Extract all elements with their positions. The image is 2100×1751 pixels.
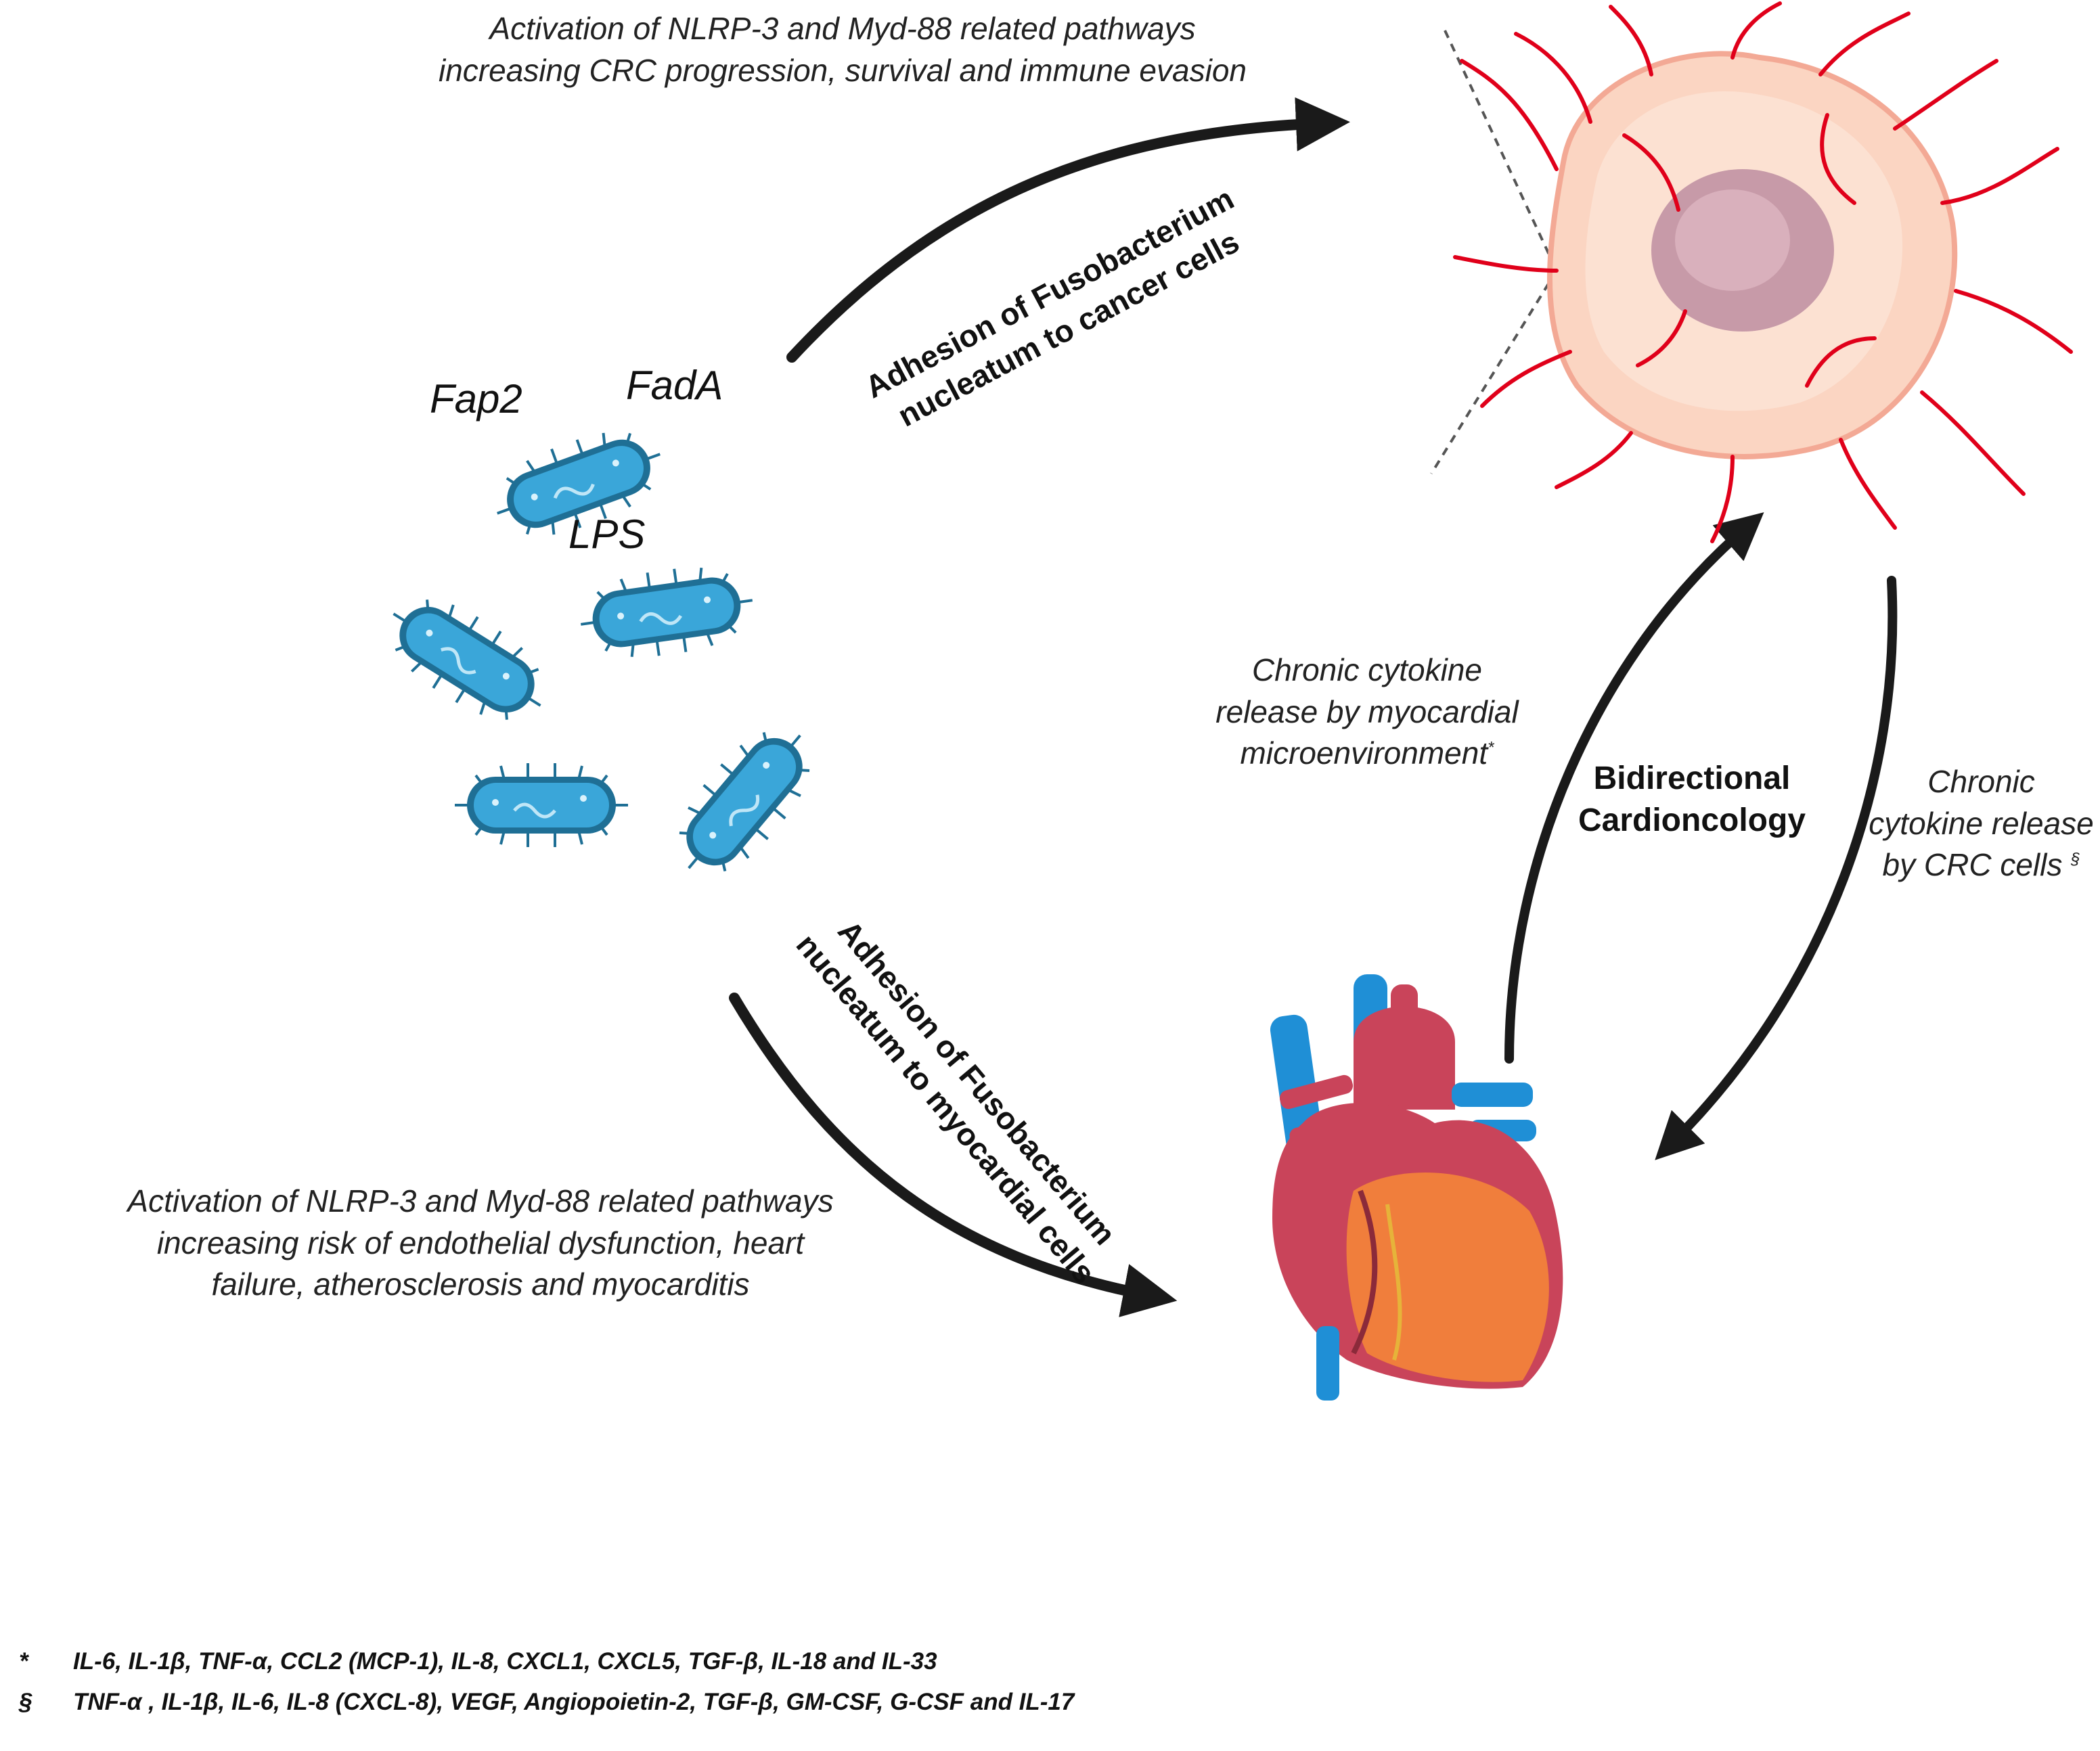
footnote-mark: * (19, 1648, 28, 1675)
arrow-tumor-to-heart (1655, 576, 1898, 1160)
arrow-bacteria-to-heart (729, 993, 1178, 1317)
arrow-heart-to-tumor (1504, 512, 1764, 1064)
myocardial-cytokine-text: Chronic cytokine release by myocardial m… (1215, 652, 1519, 771)
crc-cytokine-mark: § (2071, 850, 2080, 869)
crc-cytokine-text: Chronic cytokine release by CRC cells (1869, 764, 2094, 883)
bacterium-icon (575, 559, 759, 666)
crc-cytokine-label: Chronic cytokine release by CRC cells § (1868, 761, 2095, 886)
arrow-bacteria-to-tumor (786, 97, 1350, 363)
lps-tag: LPS (568, 511, 646, 557)
tumor-cell-icon (1430, 1, 2073, 543)
fap2-tag: Fap2 (430, 376, 522, 422)
heart-pathway-label: Activation of NLRP-3 and Myd-88 related … (127, 1183, 834, 1302)
myocardial-cytokine-mark: * (1488, 738, 1494, 757)
heart-icon (1270, 974, 1563, 1401)
cancer-pathway-label: Activation of NLRP-3 and Myd-88 related … (439, 11, 1247, 88)
myocardial-cytokine-label: Chronic cytokine release by myocardial m… (1201, 650, 1533, 775)
footnote-cytokines-crc: § TNF-α , IL-1β, IL-6, IL-8 (CXCL-8), VEG… (19, 1689, 1074, 1716)
footnote-cytokines-myocardial: * IL-6, IL-1β, TNF-α, CCL2 (MCP-1), IL-8,… (19, 1648, 937, 1675)
bacterium-icon (372, 578, 563, 742)
bacterium-icon (455, 763, 628, 847)
footnote-text: IL-6, IL-1β, TNF-α, CCL2 (MCP-1), IL-8, … (73, 1648, 937, 1675)
bidirectional-label: Bidirectional Cardioncology (1578, 760, 1806, 839)
fada-tag: FadA (626, 363, 723, 408)
bacterium-icon (656, 708, 832, 895)
footnote-mark: § (19, 1689, 32, 1715)
footnote-text: TNF-α , IL-1β, IL-6, IL-8 (CXCL-8), VEGF… (73, 1689, 1075, 1715)
